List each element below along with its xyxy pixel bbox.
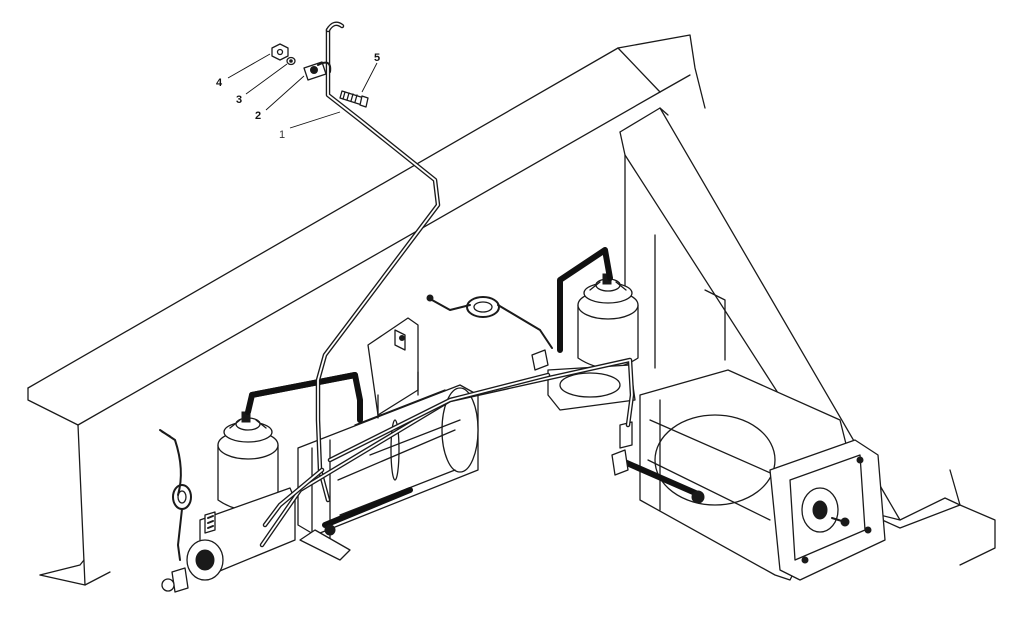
callout-4: 4 bbox=[216, 77, 223, 89]
right-reservoir bbox=[577, 273, 639, 369]
right-u-hose bbox=[557, 247, 613, 353]
left-reservoir bbox=[217, 411, 279, 511]
cross-over-lines bbox=[259, 357, 635, 548]
callout-1: 1 bbox=[279, 129, 285, 141]
frame-rail bbox=[27, 34, 706, 586]
center-coil-tube bbox=[426, 294, 553, 349]
callout-2: 2 bbox=[255, 110, 261, 122]
main-air-line bbox=[315, 21, 441, 503]
left-mount-bracket bbox=[367, 317, 419, 416]
bolt bbox=[339, 90, 369, 108]
washer bbox=[286, 56, 296, 66]
callout-3: 3 bbox=[236, 94, 242, 106]
left-coil-hose bbox=[159, 429, 192, 561]
leader-lines bbox=[227, 53, 378, 129]
hex-nut bbox=[271, 43, 289, 61]
pipe-clip bbox=[303, 61, 332, 81]
left-valve-body bbox=[161, 487, 296, 593]
right-end-plate bbox=[769, 439, 886, 581]
right-valve-body bbox=[531, 349, 636, 449]
left-u-hose bbox=[245, 372, 363, 423]
callout-labels: 4 3 2 1 5 bbox=[216, 52, 380, 141]
left-air-chamber bbox=[297, 371, 479, 561]
callout-5: 5 bbox=[374, 52, 380, 64]
